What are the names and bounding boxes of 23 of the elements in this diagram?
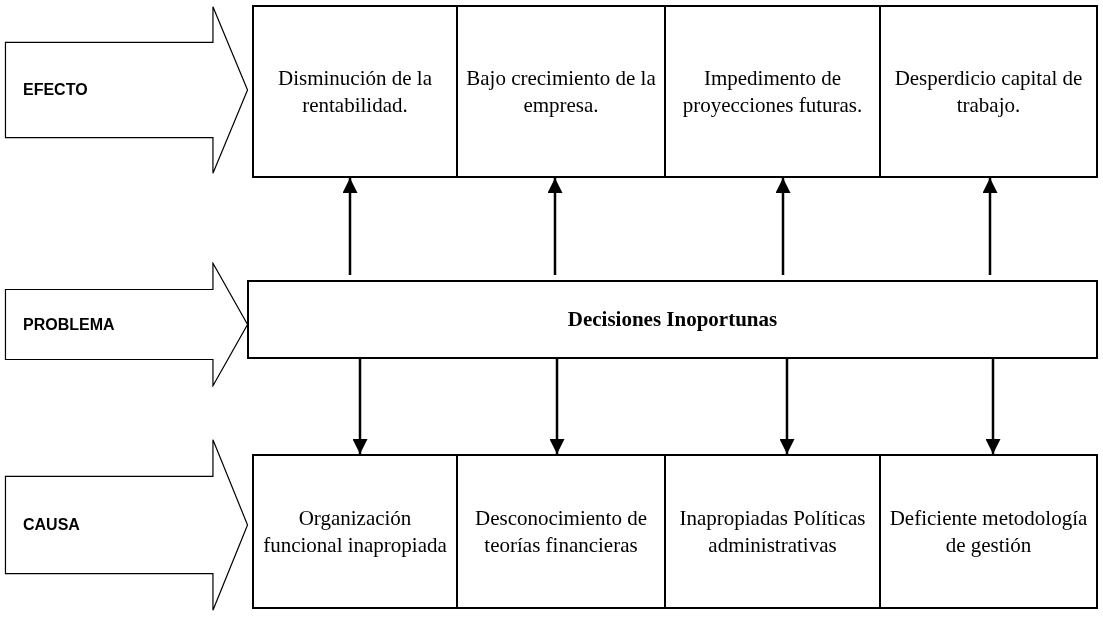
arrow bbox=[985, 359, 1001, 454]
effect-box: Disminución de la rentabilidad. bbox=[252, 5, 458, 178]
problem-arrow bbox=[3, 262, 250, 387]
cause-box: Inapropiadas Políticas administrativas bbox=[664, 454, 881, 609]
cause-arrow bbox=[3, 438, 250, 612]
cause-box: Desconocimiento de teorías financieras bbox=[456, 454, 666, 609]
arrow bbox=[352, 359, 368, 454]
arrow bbox=[775, 178, 791, 275]
arrow bbox=[982, 178, 998, 275]
effect-box: Impedimento de proyecciones futuras. bbox=[664, 5, 881, 178]
arrow bbox=[779, 359, 795, 454]
arrow bbox=[342, 178, 358, 275]
row-label: PROBLEMA bbox=[23, 315, 115, 334]
arrow bbox=[547, 178, 563, 275]
effect-box: Bajo crecimiento de la empresa. bbox=[456, 5, 666, 178]
row-label: EFECTO bbox=[23, 81, 88, 99]
problem-box: Decisiones Inoportunas bbox=[247, 280, 1098, 359]
arrow bbox=[549, 359, 565, 454]
effect-box: Desperdicio capital de trabajo. bbox=[879, 5, 1098, 178]
effect-arrow bbox=[3, 5, 250, 175]
cause-box: Organización funcional inapropiada bbox=[252, 454, 458, 609]
row-label: CAUSA bbox=[23, 516, 80, 534]
cause-box: Deficiente metodología de gestión bbox=[879, 454, 1098, 609]
